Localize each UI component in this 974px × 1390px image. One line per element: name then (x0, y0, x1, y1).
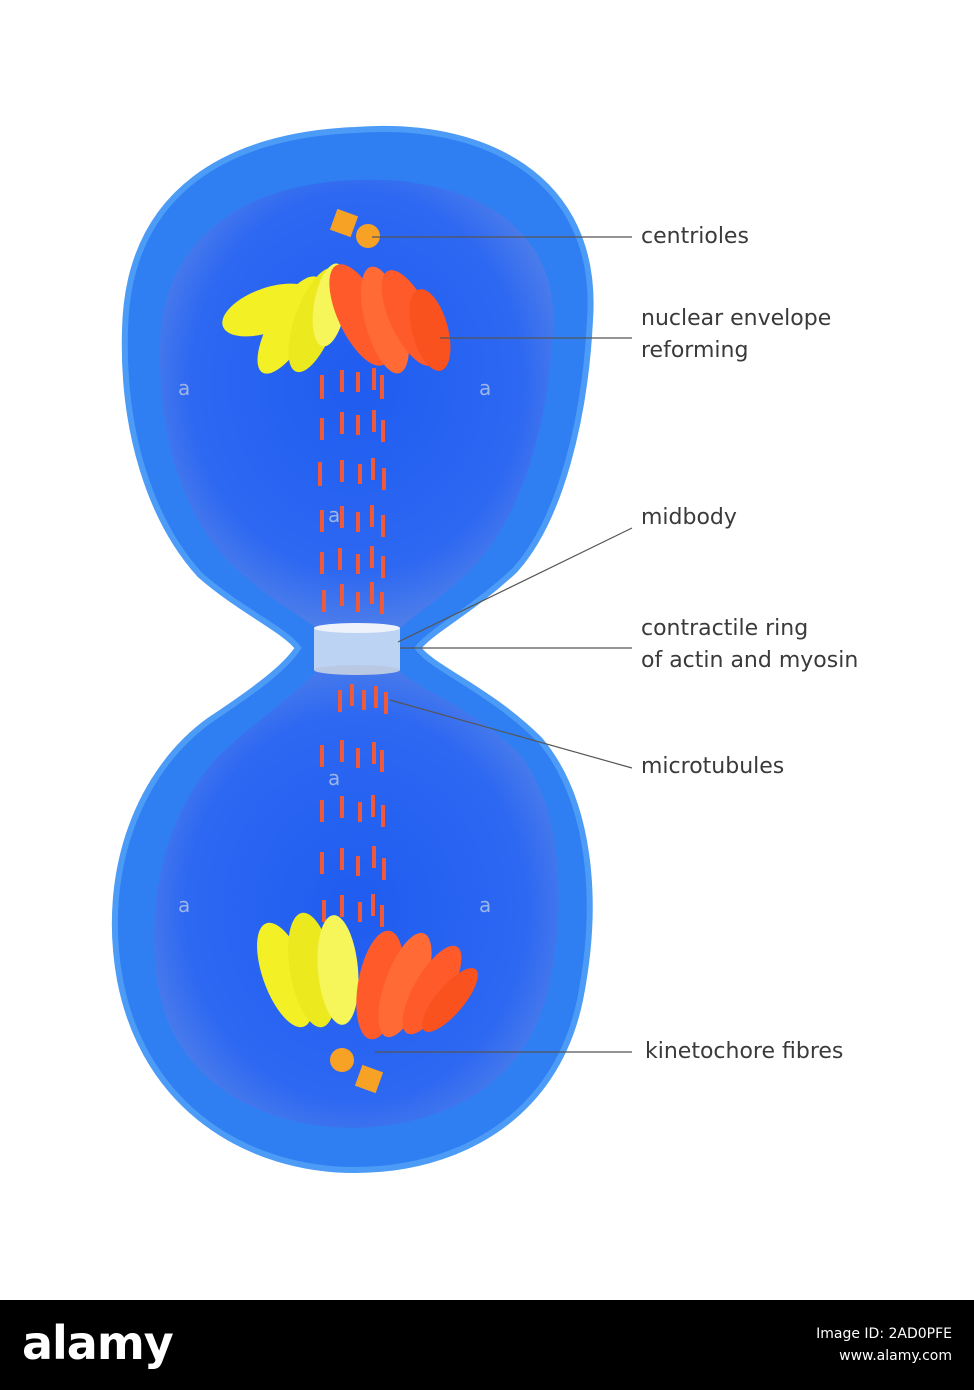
cell-mark: a (178, 376, 190, 400)
contractile-ring (314, 623, 400, 675)
label-contractile-ring-line1: contractile ring (641, 616, 809, 641)
label-contractile-ring-line2: of actin and myosin (641, 648, 859, 673)
cell-mark: a (178, 893, 190, 917)
leader-midbody (397, 527, 633, 643)
microtubules-bottom (320, 684, 388, 927)
chromatids-top (222, 263, 451, 374)
cell-mark: a (479, 376, 491, 400)
cell-illustration: a a a a a a (111, 125, 633, 1174)
cell-mark: a (328, 766, 340, 790)
leader-microtubules (389, 699, 633, 769)
label-centrioles: centrioles (641, 224, 749, 249)
label-nuclear-envelope-line2: reforming (641, 338, 749, 363)
leader-lines (372, 236, 633, 1053)
cell-mark: a (328, 503, 340, 527)
cytoplasm-bottom (153, 670, 559, 1128)
site-url: www.alamy.com (839, 1348, 952, 1364)
centrioles-top (329, 208, 380, 248)
alamy-logo: alamy (22, 1316, 174, 1370)
label-nuclear-envelope-line1: nuclear envelope (641, 306, 832, 331)
stock-footer: alamy Image ID: 2AD0PFE www.alamy.com (0, 1300, 974, 1390)
label-microtubules: microtubules (641, 754, 785, 779)
cell-mark: a (479, 893, 491, 917)
microtubules-top (318, 368, 386, 614)
image-credit: Image ID: 2AD0PFE www.alamy.com (816, 1323, 952, 1367)
diagram-stage: a a a a a a centrioles nuclear envelope … (111, 125, 859, 1174)
label-midbody: midbody (641, 505, 737, 530)
label-kinetochore-fibres: kinetochore fibres (645, 1039, 844, 1064)
centrioles-bottom (330, 1048, 384, 1094)
image-id: Image ID: 2AD0PFE (816, 1326, 952, 1342)
chromatids-bottom (257, 912, 478, 1040)
